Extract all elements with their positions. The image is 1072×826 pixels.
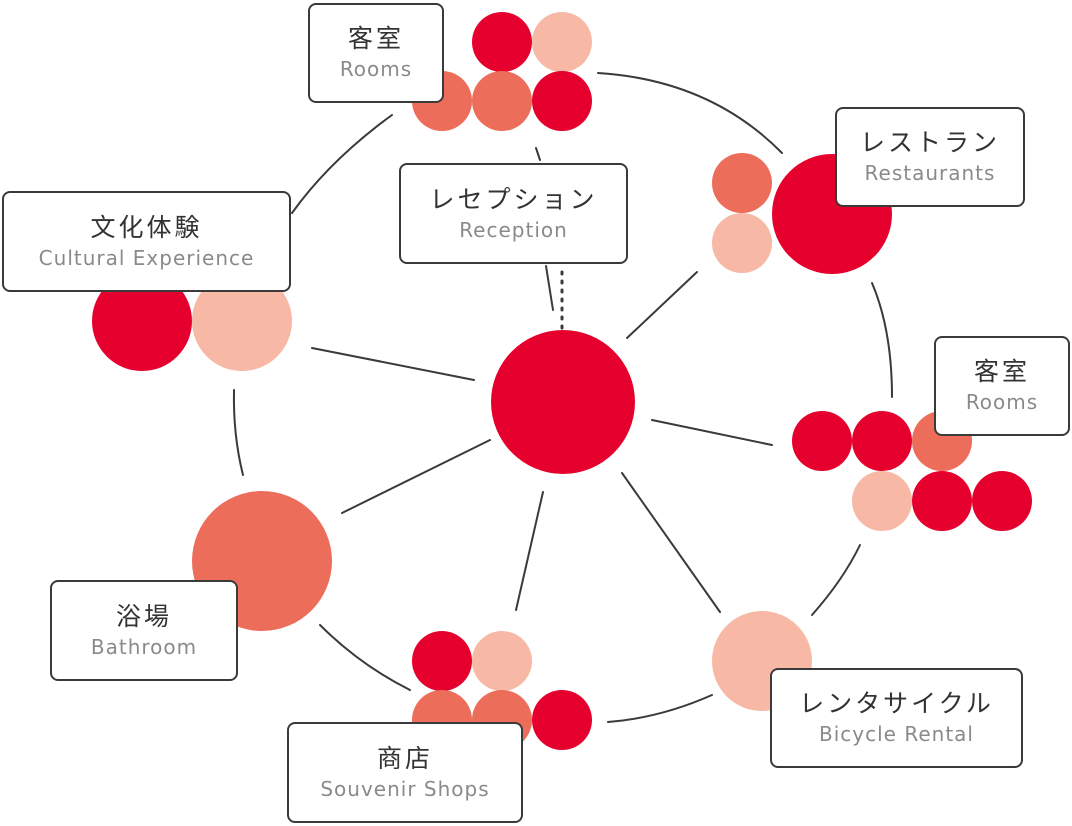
spoke-souvenir xyxy=(515,491,544,611)
ring-arc-bicycle-souvenir xyxy=(607,694,713,723)
label-reception: レセプション Reception xyxy=(399,163,628,264)
label-bicycle-jp: レンタサイクル xyxy=(799,689,994,718)
ring-arc-cultural-rooms xyxy=(291,114,393,214)
label-bathroom-jp: 浴場 xyxy=(115,601,172,631)
spoke-rooms-right xyxy=(651,419,773,446)
label-restaurants-en: Restaurants xyxy=(864,161,996,185)
ring-arc-bathroom-cultural xyxy=(232,389,244,476)
label-rooms-right-en: Rooms xyxy=(965,390,1039,414)
label-rooms-right: 客室 Rooms xyxy=(934,336,1070,436)
spoke-restaurants xyxy=(626,271,698,339)
label-bathroom-en: Bathroom xyxy=(90,634,198,659)
cultural-circle xyxy=(192,271,292,371)
ring-arc-rooms-right-bicycle xyxy=(811,544,861,616)
label-rooms-right-jp: 客室 xyxy=(973,357,1030,386)
label-souvenir-jp: 商店 xyxy=(376,743,433,773)
rooms-right-circle xyxy=(792,411,852,471)
label-bathroom: 浴場 Bathroom xyxy=(50,580,238,681)
spoke-rooms xyxy=(535,147,541,161)
label-souvenir: 商店 Souvenir Shops xyxy=(287,722,523,823)
rooms-top-circle xyxy=(472,71,532,131)
rooms-top-circle xyxy=(532,71,592,131)
restaurants-circle xyxy=(712,153,772,213)
spoke-bicycle xyxy=(621,472,721,613)
label-bicycle-en: Bicycle Rental xyxy=(819,722,974,746)
rooms-top-circle xyxy=(532,12,592,72)
ring-arc-souvenir-bathroom xyxy=(319,624,411,691)
rooms-right-circle xyxy=(972,471,1032,531)
ring-arc-restaurants-rooms-right xyxy=(871,282,893,398)
label-cultural-jp: 文化体験 xyxy=(90,212,203,242)
label-reception-en: Reception xyxy=(459,217,568,242)
rooms-right-circle xyxy=(912,471,972,531)
label-reception-jp: レセプション xyxy=(429,184,598,214)
connectors xyxy=(232,72,893,723)
spoke-bathroom xyxy=(341,439,491,514)
label-souvenir-en: Souvenir Shops xyxy=(320,776,490,801)
label-rooms-top: 客室 Rooms xyxy=(308,3,444,103)
spoke-reception xyxy=(545,265,554,311)
label-bicycle: レンタサイクル Bicycle Rental xyxy=(770,668,1023,768)
label-restaurants: レストラン Restaurants xyxy=(835,107,1025,207)
souvenir-circle xyxy=(532,690,592,750)
spoke-cultural xyxy=(311,347,475,381)
cultural-circle xyxy=(92,271,192,371)
label-cultural: 文化体験 Cultural Experience xyxy=(2,191,291,292)
label-rooms-top-jp: 客室 xyxy=(347,24,404,53)
label-rooms-top-en: Rooms xyxy=(339,57,413,81)
souvenir-circle xyxy=(472,631,532,691)
ring-arc-rooms-restaurants xyxy=(597,72,783,154)
souvenir-circle xyxy=(412,631,472,691)
label-restaurants-jp: レストラン xyxy=(859,128,1000,157)
hub-circle xyxy=(491,330,635,474)
rooms-right-circle xyxy=(852,411,912,471)
rooms-right-circle xyxy=(852,471,912,531)
label-cultural-en: Cultural Experience xyxy=(38,245,255,270)
restaurants-circle xyxy=(712,213,772,273)
circle-markers xyxy=(92,12,1032,750)
rooms-top-circle xyxy=(472,12,532,72)
